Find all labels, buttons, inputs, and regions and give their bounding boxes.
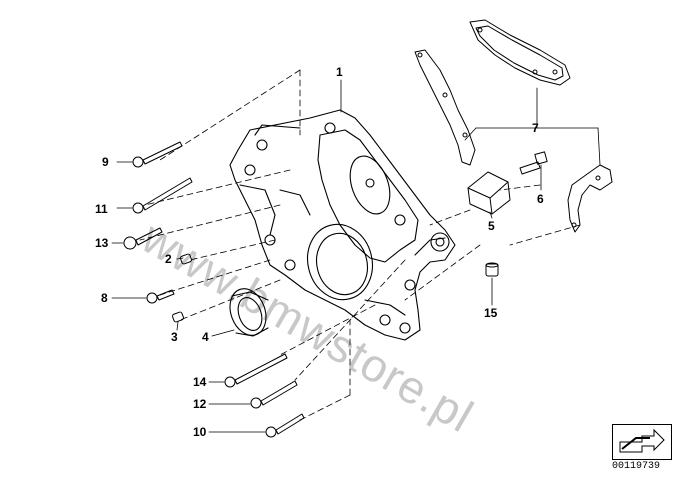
bolt-13 [123,227,163,250]
shaft-seal-4 [229,288,269,337]
callout-11[interactable]: 11 [95,202,108,216]
callout-5[interactable]: 5 [488,219,495,233]
view-navigation-box[interactable] [612,424,672,460]
sleeve-15 [485,262,499,277]
timing-case-cover [229,109,456,341]
assembly-guide-lines [139,69,581,421]
callout-6[interactable]: 6 [537,192,544,206]
bolt-14 [224,353,288,388]
callout-leaders [111,79,601,433]
callout-7[interactable]: 7 [532,121,539,135]
callout-9[interactable]: 9 [102,155,109,169]
bolt-10 [265,413,305,438]
bolt-9 [132,141,183,168]
callout-15[interactable]: 15 [484,306,498,320]
gasket-upper [469,19,571,86]
gasket-right [567,164,613,233]
callout-3[interactable]: 3 [171,330,178,344]
callout-1[interactable]: 1 [336,65,343,79]
callout-14[interactable]: 14 [193,375,207,389]
image-code: 00119739 [612,461,661,472]
callout-13[interactable]: 13 [95,236,109,250]
bolt-11 [132,177,193,214]
dowel-2 [179,253,193,265]
dowel-3 [171,311,185,323]
callout-4[interactable]: 4 [202,330,209,344]
callout-8[interactable]: 8 [101,291,108,305]
bolt-12 [250,380,298,409]
bolt-6 [519,151,548,175]
navigation-arrow-icon [619,428,665,453]
callout-10[interactable]: 10 [193,425,207,439]
bolt-8 [146,289,175,304]
callout-2[interactable]: 2 [165,252,172,266]
callout-12[interactable]: 12 [193,397,207,411]
sensor-block [467,171,511,215]
gasket-left [414,49,476,166]
